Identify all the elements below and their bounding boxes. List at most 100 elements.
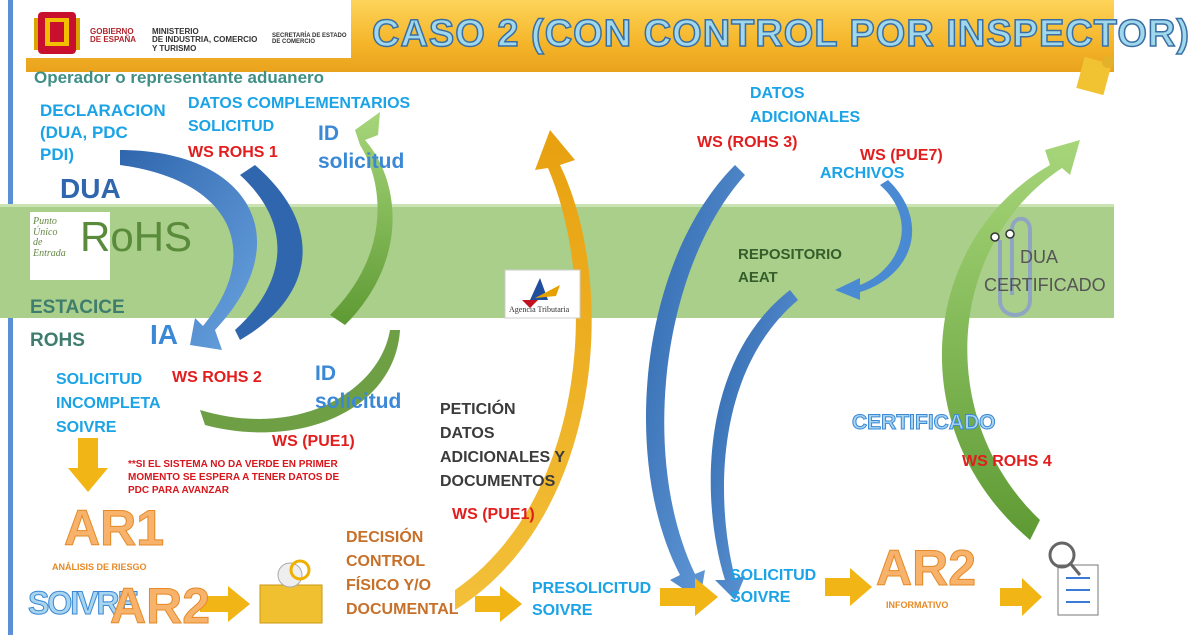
arrow-archivos-repositorio bbox=[835, 180, 913, 300]
decision-line-3: FÍSICO Y/O bbox=[346, 577, 432, 594]
ia-label: IA bbox=[150, 319, 178, 350]
ws-pue7-label: WS (PUE7) bbox=[860, 147, 943, 164]
declaracion-line-1: DECLARACION bbox=[40, 101, 166, 120]
operator-label: Operador o representante aduanero bbox=[34, 68, 325, 87]
rohs-logo-text: RoHS bbox=[80, 213, 193, 260]
decision-label: DECISIÓN CONTROL FÍSICO Y/O DOCUMENTAL bbox=[346, 526, 459, 622]
arrow-id-solicitud-up bbox=[330, 112, 393, 325]
decision-line-4: DOCUMENTAL bbox=[346, 601, 459, 618]
rohs-band-highlight bbox=[0, 204, 1114, 207]
solicitud-soivre-line-1: SOLICITUD bbox=[730, 567, 817, 584]
punto-line-2: Único bbox=[33, 226, 58, 238]
arrow-declaracion-to-ia bbox=[120, 150, 258, 350]
declaracion-line-3: PDI) bbox=[40, 145, 74, 165]
arrow-down-ar1 bbox=[68, 438, 108, 492]
peticion-line-2: DATOS bbox=[440, 425, 495, 442]
datos-compl-line-2: SOLICITUD bbox=[188, 118, 275, 136]
arrow-datos-compl-to-ia bbox=[235, 165, 303, 340]
sol-inc-line-3: SOIVRE bbox=[56, 419, 117, 436]
arrow-solicitud-to-ar2 bbox=[825, 568, 872, 606]
folder-search-icon bbox=[259, 559, 323, 624]
decision-line-2: CONTROL bbox=[346, 553, 426, 570]
id-solicitud-mid: ID solicitud bbox=[315, 360, 401, 417]
note-line-1: **SI EL SISTEMA NO DA VERDE EN PRIMER bbox=[128, 459, 338, 470]
flow-arrows bbox=[30, 12, 1114, 624]
punto-line-3: de bbox=[33, 237, 43, 248]
datos-adic-line-2: ADICIONALES bbox=[750, 109, 861, 126]
arrow-peticion-up bbox=[455, 130, 592, 610]
repositorio-line-2: AEAT bbox=[738, 268, 778, 286]
punto-line-1: Punto bbox=[33, 216, 57, 227]
ministry-line-2: DE INDUSTRIA, COMERCIO bbox=[152, 35, 258, 45]
presolicitud-line-1: PRESOLICITUD bbox=[532, 580, 652, 597]
note-line-2: MOMENTO SE ESPERA A TENER DATOS DE bbox=[128, 472, 340, 483]
soivre-label: SOIVRE bbox=[28, 584, 140, 621]
ws-pue1-label-a: WS (PUE1) bbox=[272, 433, 355, 450]
id-solicitud-top: ID solicitud bbox=[318, 120, 404, 177]
ar1-label: AR1 bbox=[63, 500, 165, 557]
dua-certificado-label: DUA bbox=[1020, 247, 1058, 269]
id-solicitud-mid-line-2: solicitud bbox=[315, 390, 402, 414]
ar2-right-label: AR2 bbox=[875, 540, 977, 597]
arrow-ar2-to-checklist bbox=[1000, 578, 1042, 616]
agencia-tributaria-logo-icon bbox=[504, 269, 581, 319]
arrow-repositorio-solicitud bbox=[710, 290, 798, 600]
arrow-ar2-to-folder bbox=[200, 586, 250, 622]
decision-line-1: DECISIÓN bbox=[346, 529, 424, 546]
gov-line-2: DE ESPAÑA bbox=[90, 35, 137, 45]
note-text: **SI EL SISTEMA NO DA VERDE EN PRIMER MOM… bbox=[128, 458, 339, 497]
peticion-line-1: PETICIÓN bbox=[440, 401, 516, 418]
peticion-line-4: DOCUMENTOS bbox=[440, 473, 556, 490]
id-solicitud-top-line-1: ID bbox=[318, 122, 339, 145]
note-line-3: PDC PARA AVANZAR bbox=[128, 485, 229, 496]
ar2-left-label: AR2 bbox=[109, 578, 211, 635]
dua-certificado-line-2: CERTIFICADO bbox=[984, 275, 1106, 295]
arrow-id-solicitud-mid bbox=[200, 330, 400, 433]
gov-line-1: GOBIERNO bbox=[90, 27, 134, 36]
dua-label: DUA bbox=[60, 173, 121, 204]
agencia-tributaria-label: Agencia Tributaria bbox=[509, 305, 570, 314]
arrow-presolicitud-to-solicitud bbox=[660, 578, 718, 616]
ws-rohs2-label: WS ROHS 2 bbox=[172, 369, 262, 386]
ws-rohs1-label: WS ROHS 1 bbox=[188, 144, 278, 161]
arrow-rohs3-down bbox=[645, 165, 745, 600]
peticion-line-3: ADICIONALES Y bbox=[440, 449, 566, 466]
id-solicitud-mid-line-1: ID bbox=[315, 362, 336, 385]
sol-inc-line-2: INCOMPLETA bbox=[56, 395, 161, 412]
punto-unico-logo-icon bbox=[30, 212, 110, 280]
declaracion-line-2: (DUA, PDC bbox=[40, 123, 128, 143]
datos-adic-line-1: DATOS bbox=[750, 85, 805, 102]
certificado-label: CERTIFICADO bbox=[852, 410, 996, 434]
arrow-certificado-up bbox=[941, 140, 1080, 540]
ws-pue1-label-b: WS (PUE1) bbox=[452, 506, 535, 523]
analisis-riesgo-label: ANÁLISIS DE RIESGO bbox=[52, 562, 147, 572]
secretary-line-1: SECRETARÍA DE ESTADO bbox=[272, 33, 347, 39]
secretary-line-2: DE COMERCIO bbox=[272, 39, 316, 46]
solicitud-soivre-line-2: SOIVRE bbox=[730, 589, 791, 607]
punto-line-4: Entrada bbox=[33, 247, 66, 259]
page-title: CASO 2 (CON CONTROL POR INSPECTOR) bbox=[371, 12, 1190, 55]
ministry-line-1: MINISTERIO bbox=[152, 27, 199, 36]
dua-cert-line-1: DUA bbox=[1020, 247, 1059, 267]
header-logo-area bbox=[26, 0, 351, 58]
peticion-label: PETICIÓN DATOS ADICIONALES Y DOCUMENTOS bbox=[440, 398, 565, 494]
solicitud-soivre-label: SOLICITUD SOIVRE bbox=[730, 565, 816, 610]
archivos-label: ARCHIVOS bbox=[820, 165, 905, 182]
rohs-label: ROHS bbox=[30, 330, 85, 351]
spain-coat-of-arms-icon bbox=[34, 12, 80, 54]
checklist-search-icon bbox=[1048, 541, 1099, 616]
estacice-label: ESTACICE bbox=[30, 297, 125, 318]
ws-rohs3-label: WS (ROHS 3) bbox=[697, 134, 798, 151]
paperclip-icon bbox=[990, 216, 1032, 317]
arrow-decision-to-presolicitud bbox=[475, 586, 522, 622]
ministry-line-3: Y TURISMO bbox=[152, 43, 197, 53]
repositorio-line-1: REPOSITORIO bbox=[738, 246, 842, 263]
id-solicitud-top-line-2: solicitud bbox=[318, 150, 405, 174]
